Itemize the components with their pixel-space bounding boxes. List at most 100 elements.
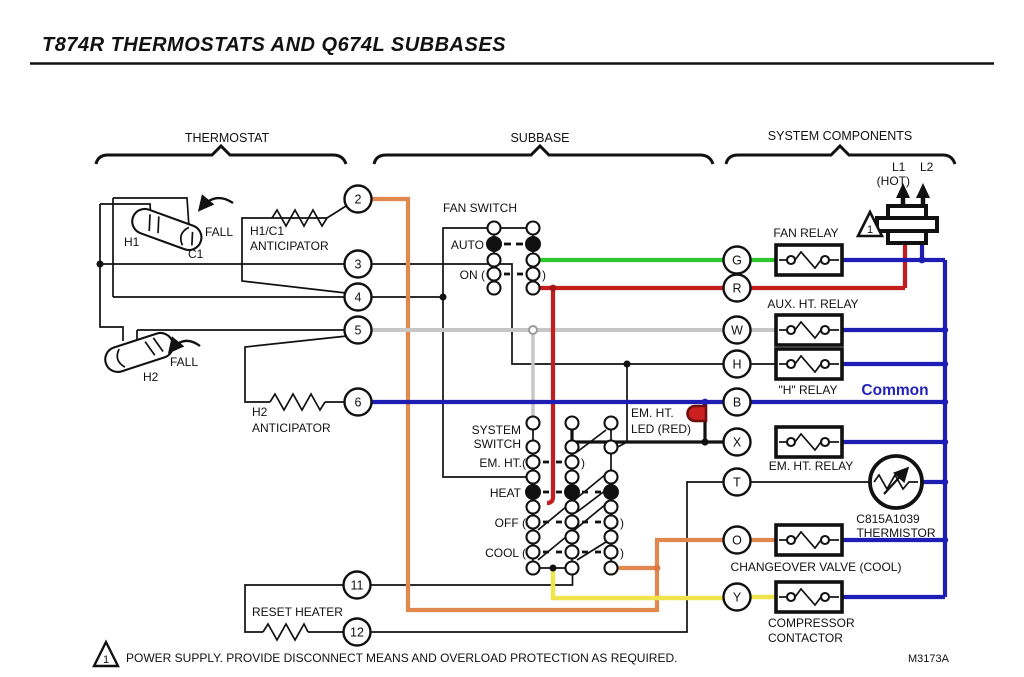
- fan-switch-label: FAN SWITCH: [443, 201, 517, 215]
- compressor-contactor: [774, 580, 844, 614]
- h-relay-label: "H" RELAY: [779, 383, 838, 397]
- em-ht-relay-label: EM. HT. RELAY: [769, 459, 853, 473]
- fall-arrow-h2: [167, 336, 201, 354]
- fall-label-h2: FALL: [170, 355, 198, 369]
- thermistor-label-line1: C815A1039: [856, 512, 920, 526]
- changeover-valve: [774, 523, 844, 557]
- thermistor: [868, 454, 924, 510]
- system-switch-label-line2: SWITCH: [474, 437, 521, 451]
- terminal-2: [343, 184, 373, 214]
- colored-wiring: [358, 196, 949, 613]
- em-ht-position-label: EM. HT.(: [479, 456, 526, 470]
- reset-heater-label: RESET HEATER: [252, 605, 343, 619]
- l2-label: L2: [920, 160, 934, 174]
- system-components-section-label: SYSTEM COMPONENTS: [768, 129, 912, 143]
- footer: 1 POWER SUPPLY. PROVIDE DISCONNECT MEANS…: [92, 639, 950, 668]
- thermostat-brace: [94, 143, 348, 165]
- terminal-11: [342, 570, 372, 600]
- terminal-x-label: X: [733, 436, 742, 450]
- terminal-2-label: 2: [355, 193, 362, 207]
- section-braces: [94, 143, 957, 165]
- em-ht-relay: [774, 425, 844, 459]
- terminal-3: [343, 249, 373, 279]
- changeover-valve-label: CHANGEOVER VALVE (COOL): [731, 560, 902, 574]
- terminal-w: [722, 315, 752, 345]
- footnote-triangle-number: 1: [103, 654, 109, 666]
- terminal-4: [343, 282, 373, 312]
- l2-arrow-icon: [916, 183, 930, 198]
- footnote-text: POWER SUPPLY. PROVIDE DISCONNECT MEANS A…: [126, 651, 677, 665]
- led-label-line2: LED (RED): [631, 422, 691, 436]
- black-junction-dots: [96, 260, 709, 572]
- fan-relay-label: FAN RELAY: [773, 226, 838, 240]
- heat-position-label: HEAT: [490, 486, 522, 500]
- heat-contact-3: [603, 484, 619, 500]
- fall-label-h1: FALL: [205, 225, 233, 239]
- h1-label: H1: [124, 235, 140, 249]
- system-components-brace: [724, 143, 957, 165]
- fan-auto-label: AUTO: [451, 238, 484, 252]
- terminal-h: [722, 349, 752, 379]
- page-title: T874R THERMOSTATS AND Q674L SUBBASES: [42, 34, 506, 56]
- fan-switch: FAN SWITCH AUTO ON ( ): [443, 201, 546, 296]
- thermostat-section-label: THERMOSTAT: [185, 131, 270, 145]
- hot-label: (HOT): [877, 174, 910, 188]
- terminal-b: [722, 387, 752, 417]
- c1-label: C1: [188, 247, 204, 261]
- l1-label: L1: [892, 160, 906, 174]
- system-switch: SYSTEM SWITCH EM. HT.( ) HEAT OFF ( ): [472, 325, 624, 576]
- fan-on-contact-left: [486, 266, 502, 282]
- terminal-h-label: H: [732, 358, 741, 372]
- mercury-bulb-h1: [131, 207, 203, 252]
- fan-on-contact-right: [525, 266, 541, 282]
- terminal-r: [722, 273, 752, 303]
- terminal-6-label: 6: [355, 396, 362, 410]
- thermistor-label-line2: THERMISTOR: [856, 526, 935, 540]
- off-position-label: OFF (: [495, 516, 526, 530]
- em-ht-led: EM. HT. LED (RED): [631, 404, 708, 436]
- warning-triangle-1: 1: [855, 209, 885, 238]
- compressor-label-line2: CONTACTOR: [768, 631, 843, 645]
- aux-ht-relay: [774, 313, 844, 347]
- h2-label: H2: [143, 370, 159, 384]
- wire-red-heat-drop: [546, 288, 556, 506]
- terminal-6: [343, 387, 373, 417]
- footnote-triangle-icon: [92, 639, 120, 668]
- terminal-g-label: G: [732, 254, 742, 268]
- heat-contact-2: [564, 484, 580, 500]
- fall-arrow-h1: [197, 194, 234, 212]
- anticipator1-label-line1: H1/C1: [250, 224, 284, 238]
- wire-orange-t2-to-o: [358, 196, 737, 613]
- terminal-3-label: 3: [355, 258, 362, 272]
- anticipator1-label-line2: ANTICIPATOR: [250, 239, 329, 253]
- terminal-o-label: O: [732, 534, 742, 548]
- anticipator2-label-line1: H2: [252, 405, 268, 419]
- led-label-line1: EM. HT.: [631, 406, 674, 420]
- thermostat-section: H1 C1 H2 FALL FALL H1/C1 ANTICIPATOR H2 …: [104, 184, 373, 647]
- system-switch-contacts: [525, 415, 619, 576]
- compressor-label-line1: COMPRESSOR: [768, 616, 855, 630]
- anticipator2-label-line2: ANTICIPATOR: [252, 421, 331, 435]
- fan-on-paren: ): [542, 268, 546, 282]
- terminal-b-label: B: [733, 396, 741, 410]
- subbase-letter-terminals: G R W H B X T O Y: [722, 245, 752, 612]
- terminal-y: [722, 582, 752, 612]
- terminal-4-label: 4: [355, 291, 362, 305]
- common-label: Common: [861, 382, 928, 399]
- terminal-r-label: R: [732, 282, 741, 296]
- system-switch-label-line1: SYSTEM: [472, 423, 521, 437]
- terminal-t-label: T: [733, 476, 741, 490]
- terminal-w-label: W: [731, 324, 743, 338]
- system-components: L1 L2 (HOT) 1 G R W H B X T O: [722, 160, 939, 645]
- power-supply-transformer: L1 L2 (HOT): [875, 160, 939, 245]
- doc-id: M3173A: [908, 653, 950, 665]
- h-relay: [774, 347, 844, 381]
- l1-arrow-icon: [896, 183, 910, 198]
- subbase-section-label: SUBBASE: [510, 131, 569, 145]
- thermostat-terminals: 2 3 4 5 6 11 12: [342, 184, 373, 647]
- terminal-12-label: 12: [350, 626, 364, 640]
- terminal-11-label: 11: [351, 579, 364, 593]
- mercury-bulb-h2: [104, 331, 175, 373]
